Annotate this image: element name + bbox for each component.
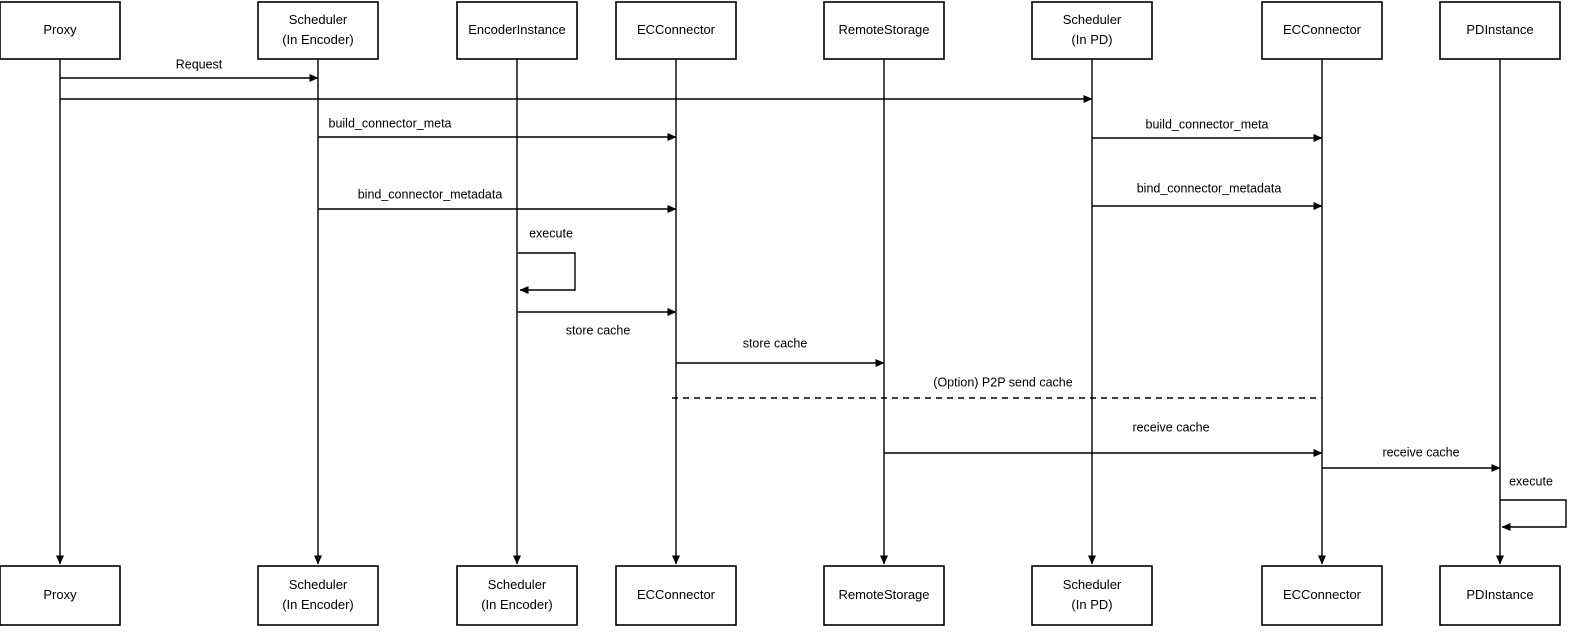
participant-label-line1: PDInstance xyxy=(1466,587,1533,602)
participant-label-line1: ECConnector xyxy=(1283,587,1362,602)
message-label: (Option) P2P send cache xyxy=(933,375,1072,389)
participant-footer-encoder[interactable]: Scheduler (In Encoder) xyxy=(456,565,578,626)
message-m4[interactable]: build_connector_meta xyxy=(1092,117,1323,142)
participant-footer-ecconn_right[interactable]: ECConnector xyxy=(1261,565,1383,626)
messages-layer: Request build_connector_meta build_connect… xyxy=(60,57,1501,472)
self-message-label: execute xyxy=(1509,474,1553,488)
participant-footer-proxy[interactable]: Proxy xyxy=(0,565,121,626)
participant-label-line1: EncoderInstance xyxy=(468,22,566,37)
message-label: store cache xyxy=(743,336,808,350)
participant-footer-sched_enc[interactable]: Scheduler (In Encoder) xyxy=(257,565,379,626)
participant-label-line2: (In Encoder) xyxy=(481,597,553,612)
participant-header-sched_pd[interactable]: Scheduler (In PD) xyxy=(1031,1,1153,60)
message-label: receive cache xyxy=(1382,445,1459,459)
message-label: build_connector_meta xyxy=(1146,117,1269,131)
participant-label-line1: PDInstance xyxy=(1466,22,1533,37)
message-label: store cache xyxy=(566,323,631,337)
self-message-path xyxy=(1500,499,1567,531)
participant-header-encoder[interactable]: EncoderInstance xyxy=(456,1,578,60)
lifelines-layer xyxy=(56,59,1504,565)
participant-label-line1: ECConnector xyxy=(637,587,716,602)
participant-header-pdinst[interactable]: PDInstance xyxy=(1439,1,1561,60)
participant-header-sched_enc[interactable]: Scheduler (In Encoder) xyxy=(257,1,379,60)
participant-footer-pdinst[interactable]: PDInstance xyxy=(1439,565,1561,626)
message-m1[interactable]: Request xyxy=(60,57,319,82)
participant-label-line2: (In PD) xyxy=(1071,32,1112,47)
participant-label-line1: Scheduler xyxy=(289,577,348,592)
participant-label-line1: Scheduler xyxy=(1063,577,1122,592)
message-m10[interactable]: receive cache xyxy=(884,420,1323,457)
message-label: receive cache xyxy=(1132,420,1209,434)
participant-footer-ecconn_left[interactable]: ECConnector xyxy=(615,565,737,626)
participant-label-line1: ECConnector xyxy=(637,22,716,37)
self-messages-layer: execute execute xyxy=(518,226,1567,531)
participant-label-line2: (In Encoder) xyxy=(282,32,354,47)
message-label: build_connector_meta xyxy=(329,116,452,130)
self-message-label: execute xyxy=(529,226,573,240)
message-m9[interactable]: (Option) P2P send cache xyxy=(672,375,1322,399)
participant-header-remote[interactable]: RemoteStorage xyxy=(823,1,945,60)
message-label: bind_connector_metadata xyxy=(1137,181,1282,195)
message-m7[interactable]: store cache xyxy=(518,308,677,337)
participant-label-line1: Scheduler xyxy=(289,12,348,27)
message-m8[interactable]: store cache xyxy=(676,336,885,367)
message-m3[interactable]: build_connector_meta xyxy=(318,116,677,141)
participant-label-line1: RemoteStorage xyxy=(838,22,929,37)
participant-header-ecconn_right[interactable]: ECConnector xyxy=(1261,1,1383,60)
self-message-path xyxy=(518,252,576,294)
participant-headers-layer: Proxy Scheduler (In Encoder) EncoderInstanc… xyxy=(0,1,1561,60)
self-message-s2[interactable]: execute xyxy=(1500,474,1567,531)
participant-label-line2: (In PD) xyxy=(1071,597,1112,612)
participant-footer-sched_pd[interactable]: Scheduler (In PD) xyxy=(1031,565,1153,626)
message-label: bind_connector_metadata xyxy=(358,187,503,201)
participant-label-line1: RemoteStorage xyxy=(838,587,929,602)
participant-footers-layer: Proxy Scheduler (In Encoder) Scheduler (In E… xyxy=(0,565,1561,626)
participant-header-proxy[interactable]: Proxy xyxy=(0,1,121,60)
message-label: Request xyxy=(176,57,223,71)
self-message-s1[interactable]: execute xyxy=(518,226,576,294)
participant-label-line1: Proxy xyxy=(43,22,77,37)
participant-label-line2: (In Encoder) xyxy=(282,597,354,612)
participant-label-line1: Scheduler xyxy=(1063,12,1122,27)
participant-label-line1: Scheduler xyxy=(488,577,547,592)
message-m6[interactable]: bind_connector_metadata xyxy=(1092,181,1323,210)
participant-label-line1: ECConnector xyxy=(1283,22,1362,37)
participant-header-ecconn_left[interactable]: ECConnector xyxy=(615,1,737,60)
message-m5[interactable]: bind_connector_metadata xyxy=(318,187,677,213)
message-m11[interactable]: receive cache xyxy=(1322,445,1501,472)
participant-label-line1: Proxy xyxy=(43,587,77,602)
participant-footer-remote[interactable]: RemoteStorage xyxy=(823,565,945,626)
